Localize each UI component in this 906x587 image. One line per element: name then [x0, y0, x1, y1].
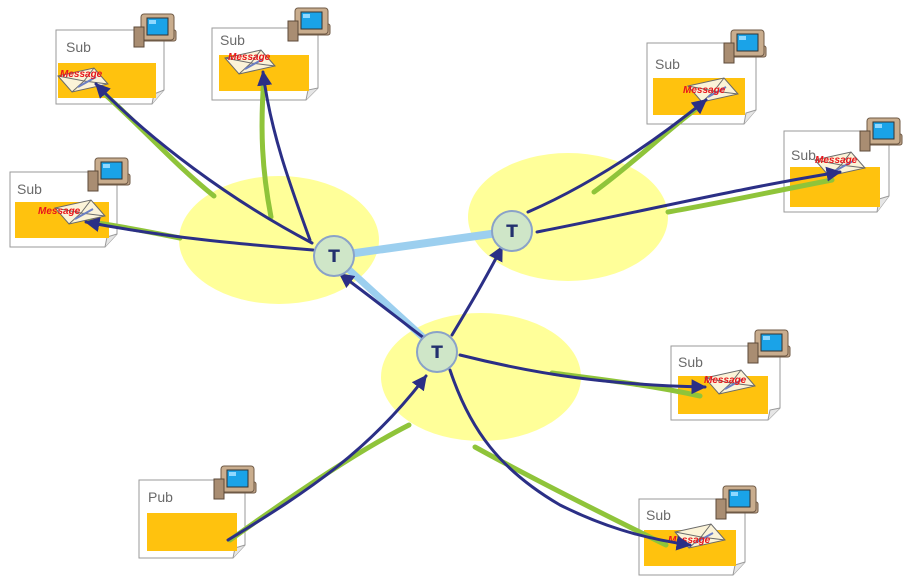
subscriber-document-7: Sub Message: [638, 485, 759, 576]
subscriber-label: Sub: [791, 147, 816, 163]
topic-node-label: T: [431, 343, 443, 363]
topic-link-left-right: [333, 227, 513, 260]
subscriber-document-2: Sub Message: [211, 7, 331, 101]
subscriber-label: Sub: [220, 32, 245, 48]
subscriber-label: Sub: [17, 181, 42, 197]
arrow-right-to-sub-4: [535, 166, 842, 234]
topic-node-label: T: [328, 247, 340, 267]
publisher-document: Pub: [138, 465, 257, 559]
subscriber-label: Sub: [66, 39, 91, 55]
subscriber-label: Sub: [655, 56, 680, 72]
message-label: Message: [815, 155, 858, 166]
arrows: [84, 70, 842, 551]
message-payload: [147, 513, 237, 551]
subscriber-document-1: Sub Message: [55, 13, 177, 105]
arrow-shadows: [87, 73, 835, 548]
message-label: Message: [228, 52, 271, 63]
subscriber-document-3: Sub Message: [646, 29, 767, 125]
message-label: Message: [683, 85, 726, 96]
arrow-center-to-sub-7: [448, 368, 692, 551]
topic-node-center: T: [416, 331, 458, 373]
arrow-right-to-sub-3: [526, 98, 708, 214]
subscriber-document-6: Sub Message: [670, 329, 791, 421]
broker-zone-center: [381, 313, 581, 441]
arrow-left-to-sub-5: [84, 217, 315, 252]
message-label: Message: [60, 69, 103, 80]
subscriber-document-5: Sub Message: [9, 157, 131, 248]
arrow-center-to-sub-6: [458, 353, 707, 395]
arrow-left-to-sub-2: [257, 70, 312, 242]
arrow-center-to-right: [450, 245, 504, 337]
publisher-label: Pub: [148, 489, 173, 505]
subscriber-document-4: Sub Message: [783, 117, 903, 213]
topic-node-left: T: [313, 235, 355, 277]
subscriber-label: Sub: [646, 507, 671, 523]
arrow-publisher-to-center: [226, 374, 428, 542]
topic-node-label: T: [506, 222, 518, 242]
subscriber-label: Sub: [678, 354, 703, 370]
arrow-left-to-sub-1: [94, 82, 314, 245]
message-label: Message: [704, 375, 747, 386]
message-label: Message: [38, 206, 81, 217]
topic-node-right: T: [491, 210, 533, 252]
